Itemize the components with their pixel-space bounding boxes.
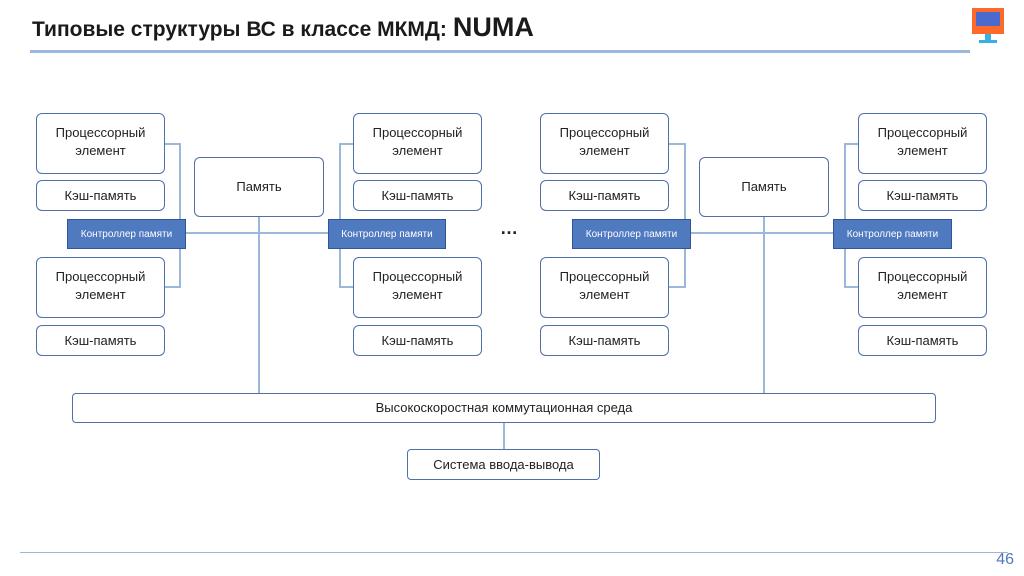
cache-memory: Кэш-память xyxy=(540,180,669,211)
footer-divider xyxy=(20,552,1008,553)
cache-memory: Кэш-память xyxy=(858,325,987,356)
processor-label: Процессорный элемент xyxy=(877,269,968,302)
controller-label: Контроллер памяти xyxy=(585,228,678,240)
cache-label: Кэш-память xyxy=(568,187,641,203)
processor-label: Процессорный элемент xyxy=(55,125,146,158)
memory-block: Память xyxy=(699,157,829,217)
cache-label: Кэш-память xyxy=(64,187,137,203)
cache-memory: Кэш-память xyxy=(540,325,669,356)
processor-label: Процессорный элемент xyxy=(877,125,968,158)
title-suffix: NUMA xyxy=(452,12,534,42)
cache-label: Кэш-память xyxy=(568,332,641,348)
controller-label: Контроллер памяти xyxy=(846,228,939,240)
cache-label: Кэш-память xyxy=(64,332,137,348)
memory-label: Память xyxy=(741,179,787,194)
cache-memory: Кэш-память xyxy=(353,325,482,356)
processor-label: Процессорный элемент xyxy=(55,269,146,302)
processor-label: Процессорный элемент xyxy=(559,125,650,158)
controller-label: Контроллер памяти xyxy=(80,228,173,240)
cache-label: Кэш-память xyxy=(381,187,454,203)
io-label: Система ввода-вывода xyxy=(433,456,574,472)
cache-memory: Кэш-память xyxy=(36,325,165,356)
switching-fabric: Высокоскоростная коммутационная среда xyxy=(72,393,936,423)
processor-label: Процессорный элемент xyxy=(372,269,463,302)
monitor-icon xyxy=(972,8,1004,43)
cache-memory: Кэш-память xyxy=(36,180,165,211)
memory-controller: Контроллер памяти xyxy=(328,219,446,249)
memory-controller: Контроллер памяти xyxy=(572,219,691,249)
processor-label: Процессорный элемент xyxy=(372,125,463,158)
title-main: Типовые структуры ВС в классе МКМД: xyxy=(32,18,447,41)
cache-label: Кэш-память xyxy=(886,187,959,203)
memory-controller: Контроллер памяти xyxy=(833,219,952,249)
switch-label: Высокоскоростная коммутационная среда xyxy=(375,400,633,415)
memory-block: Память xyxy=(194,157,324,217)
cache-memory: Кэш-память xyxy=(353,180,482,211)
processor-element: Процессорный элемент xyxy=(353,113,482,174)
processor-element: Процессорный элемент xyxy=(36,257,165,318)
processor-label: Процессорный элемент xyxy=(559,269,650,302)
page-number: 46 xyxy=(996,551,1014,568)
memory-label: Память xyxy=(236,179,282,194)
cache-label: Кэш-память xyxy=(381,332,454,348)
processor-element: Процессорный элемент xyxy=(858,257,987,318)
processor-element: Процессорный элемент xyxy=(353,257,482,318)
title-underline xyxy=(30,50,970,53)
processor-element: Процессорный элемент xyxy=(858,113,987,174)
processor-element: Процессорный элемент xyxy=(540,113,669,174)
processor-element: Процессорный элемент xyxy=(540,257,669,318)
cache-label: Кэш-память xyxy=(886,332,959,348)
memory-controller: Контроллер памяти xyxy=(67,219,186,249)
io-system: Система ввода-вывода xyxy=(407,449,600,480)
processor-element: Процессорный элемент xyxy=(36,113,165,174)
cache-memory: Кэш-память xyxy=(858,180,987,211)
controller-label: Контроллер памяти xyxy=(341,228,433,240)
page-title: Типовые структуры ВС в классе МКМД:NUMA xyxy=(32,12,534,43)
ellipsis: … xyxy=(500,218,518,238)
